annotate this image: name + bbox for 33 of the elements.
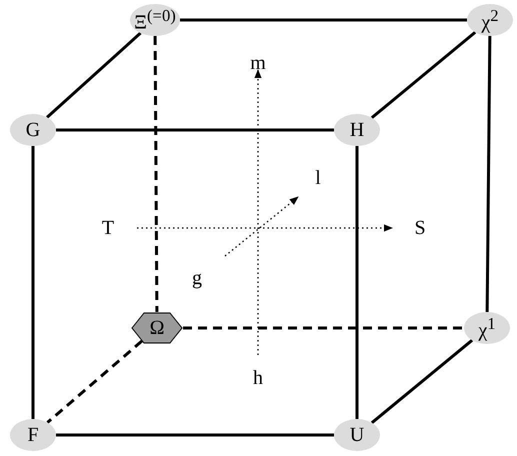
dashed-line <box>183 326 464 330</box>
connector-line <box>56 434 334 436</box>
ellipse-node <box>10 114 56 146</box>
connector-line <box>356 146 358 419</box>
node-label: Ξ$^{(=0)}$ <box>134 8 176 32</box>
ellipse-node <box>464 312 510 344</box>
ellipse-node <box>467 4 513 36</box>
node-label: χ$^{2}$ <box>481 8 499 32</box>
dashed-line <box>154 36 158 312</box>
axis-label: T <box>102 218 114 238</box>
ellipse-node <box>334 114 380 146</box>
axis-label: m <box>250 53 266 73</box>
node-label: Ω <box>150 318 164 338</box>
connector-line <box>46 32 142 118</box>
axis-label: h <box>253 368 263 388</box>
node-label: H <box>350 120 364 140</box>
node-label: χ$^{1}$ <box>478 316 496 340</box>
axis-label: g <box>192 268 202 288</box>
node-label: U <box>350 425 364 445</box>
connector-line <box>180 18 467 22</box>
connector-line <box>486 36 492 312</box>
node-label: F <box>27 425 39 445</box>
connector-line <box>370 339 474 424</box>
ellipse-node <box>10 419 56 451</box>
dashed-line <box>46 340 143 424</box>
connector-line <box>56 128 334 132</box>
ellipse-node <box>334 419 380 451</box>
node-label: G <box>26 120 40 140</box>
hexagon-node <box>131 312 183 344</box>
axis-label: S <box>414 218 426 238</box>
connector-line <box>370 31 476 119</box>
axis-label: l <box>315 168 321 188</box>
connector-line <box>32 146 34 419</box>
